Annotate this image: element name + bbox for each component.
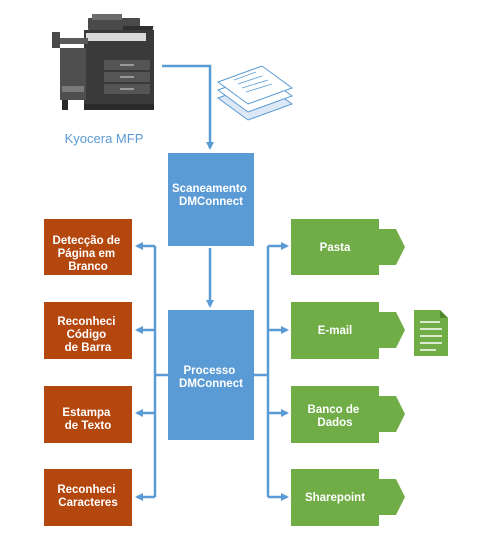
process-label-line-1: Processo xyxy=(184,365,236,377)
output-folder-label: Pasta xyxy=(320,242,351,254)
step-barcode-line-3: de Barra xyxy=(65,342,112,354)
svg-text:Banco de Dados: Banco de Dados xyxy=(308,404,363,429)
step-text-stamp-line-1: Estampa xyxy=(62,407,111,419)
step-barcode-line-1: Reconheci xyxy=(57,316,115,328)
step-barcode: Reconheci Código de Barra xyxy=(44,302,132,359)
output-email: E-mail xyxy=(291,302,405,359)
step-text-stamp: Estampa de Texto xyxy=(44,386,132,443)
output-folder: Pasta xyxy=(291,219,405,275)
output-email-label: E-mail xyxy=(318,325,353,337)
step-ocr-line-1: Reconheci xyxy=(57,484,115,496)
step-ocr-line-2: Caracteres xyxy=(58,497,117,509)
step-blank-page-line-3: Branco xyxy=(68,261,108,273)
connectors xyxy=(135,64,289,501)
step-blank-page-line-1: Detecção de xyxy=(53,235,121,247)
output-sharepoint-label: Sharepoint xyxy=(305,492,365,504)
svg-text:Pasta: Pasta xyxy=(320,242,351,254)
step-ocr: Reconheci Caracteres xyxy=(44,469,132,526)
step-blank-page: Detecção de Página em Branco xyxy=(44,219,132,275)
step-barcode-line-2: Código xyxy=(67,329,107,341)
scan-label-line-2: DMConnect xyxy=(179,196,243,208)
output-database: Banco de Dados xyxy=(291,386,405,443)
step-text-stamp-line-2: de Texto xyxy=(65,420,111,432)
printer-to-scan-arrow xyxy=(162,64,214,150)
svg-text:Reconheci Caracteres: Reconheci Caracteres xyxy=(57,484,118,509)
printer-label: Kyocera MFP xyxy=(65,131,144,146)
output-database-line-1: Banco de xyxy=(308,404,360,416)
svg-text:E-mail: E-mail xyxy=(318,325,353,337)
document-stack-icon xyxy=(216,65,294,121)
output-database-line-2: Dados xyxy=(317,417,352,429)
svg-text:Reconheci Código d: Reconheci Código de Barra xyxy=(57,316,118,354)
output-sharepoint: Sharepoint xyxy=(291,469,405,526)
scan-label-line-1: Scaneamento xyxy=(172,183,247,195)
svg-text:Detecção de Página em: Detecção de Página em Branco xyxy=(53,235,124,273)
svg-text:Sharepoint: Sharepoint xyxy=(305,492,365,504)
step-blank-page-line-2: Página em xyxy=(58,248,116,260)
printer-icon xyxy=(52,14,154,110)
svg-text:Scaneamento DMConnect: Scaneamento DMConnect xyxy=(172,183,250,208)
document-icon xyxy=(414,310,448,356)
svg-text:Processo DMConnect: Processo DMConnect xyxy=(179,365,243,390)
svg-text:Estampa de Texto: Estampa de Texto xyxy=(62,407,113,432)
scan-box: Scaneamento DMConnect xyxy=(168,153,254,246)
process-label-line-2: DMConnect xyxy=(179,378,243,390)
process-box: Processo DMConnect xyxy=(168,310,254,440)
